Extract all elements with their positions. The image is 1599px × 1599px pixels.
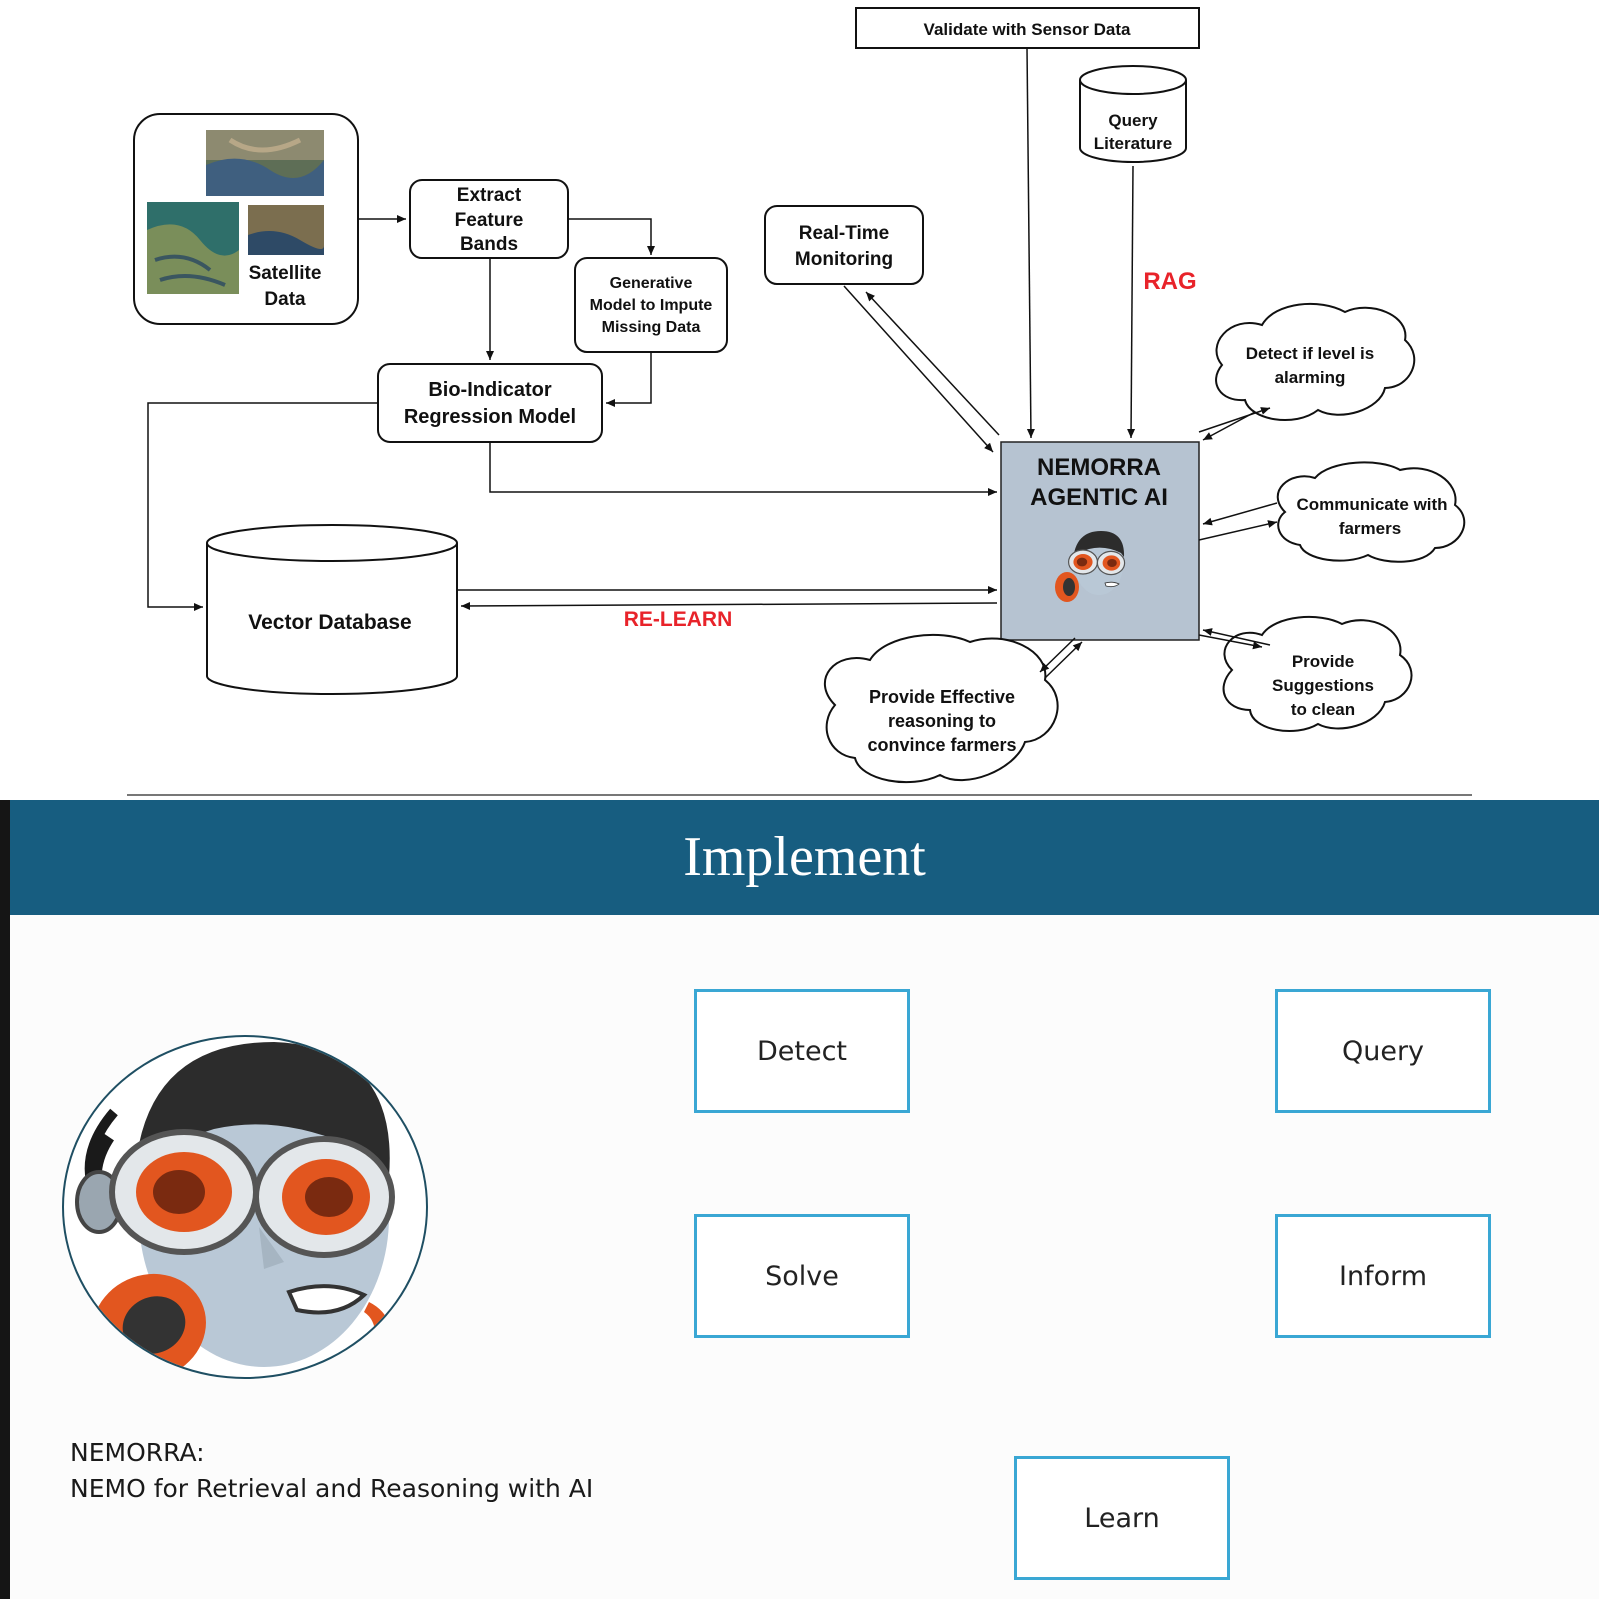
suggestions-cloud: Provide Suggestions to clean <box>1222 615 1413 732</box>
slide-title: Implement <box>683 826 926 888</box>
svg-text:Provide: Provide <box>1292 652 1354 671</box>
nemo-mascot-small-icon <box>1055 531 1126 602</box>
svg-text:Feature: Feature <box>455 210 524 231</box>
svg-text:Real-Time: Real-Time <box>799 223 889 244</box>
satellite-image-1 <box>206 130 324 196</box>
satellite-image-2 <box>147 202 239 294</box>
nemo-mascot-icon <box>75 1042 395 1377</box>
bio-indicator-node: Bio-Indicator Regression Model <box>377 363 603 443</box>
realtime-monitoring-node: Real-Time Monitoring <box>764 205 924 285</box>
rag-label: RAG <box>1143 268 1196 295</box>
detect-button[interactable]: Detect <box>694 989 910 1113</box>
svg-text:Data: Data <box>264 289 306 310</box>
solve-label: Solve <box>765 1260 839 1292</box>
svg-text:Extract: Extract <box>457 185 522 206</box>
query-literature-db: Query Literature <box>1079 65 1187 163</box>
implement-slide: Implement Detect Que <box>0 800 1599 1599</box>
vector-database-node: Vector Database <box>206 524 458 695</box>
diagram-connectors <box>147 47 1278 679</box>
solve-button[interactable]: Solve <box>694 1214 910 1338</box>
communicate-farmers-cloud: Communicate with farmers <box>1276 461 1466 563</box>
detect-label: Detect <box>756 1035 848 1067</box>
diagram-canvas: Validate with Sensor Data Query Literatu… <box>127 7 1472 796</box>
inform-label: Inform <box>1338 1260 1428 1292</box>
query-label: Query <box>1341 1035 1425 1067</box>
satellite-data-node: Satellite Data <box>133 113 359 325</box>
svg-text:Suggestions: Suggestions <box>1272 676 1374 695</box>
svg-text:Bands: Bands <box>460 234 518 255</box>
svg-text:to clean: to clean <box>1291 700 1355 719</box>
validate-sensor-node: Validate with Sensor Data <box>855 7 1200 49</box>
query-button[interactable]: Query <box>1275 989 1491 1113</box>
svg-text:Provide Effective: Provide Effective <box>869 687 1015 707</box>
svg-text:Missing Data: Missing Data <box>602 319 701 336</box>
svg-text:Bio-Indicator: Bio-Indicator <box>428 379 552 401</box>
caption-line-2: NEMO for Retrieval and Reasoning with AI <box>70 1474 594 1503</box>
svg-text:Generative: Generative <box>610 275 693 292</box>
svg-text:farmers: farmers <box>1339 519 1401 538</box>
reasoning-cloud: Provide Effective reasoning to convince … <box>823 633 1059 784</box>
svg-text:Monitoring: Monitoring <box>795 249 893 270</box>
caption-line-1: NEMORRA: <box>70 1438 205 1467</box>
svg-text:convince farmers: convince farmers <box>867 735 1016 755</box>
svg-text:Literature: Literature <box>1094 134 1172 153</box>
svg-text:Detect if level is: Detect if level is <box>1246 344 1375 363</box>
svg-text:alarming: alarming <box>1275 368 1346 387</box>
slide-edge <box>0 800 10 1599</box>
relearn-label: RE-LEARN <box>624 608 733 631</box>
svg-text:Validate with Sensor Data: Validate with Sensor Data <box>924 20 1131 39</box>
nemorra-agent-node: NEMORRA AGENTIC AI <box>1000 441 1200 641</box>
learn-label: Learn <box>1084 1502 1160 1534</box>
svg-text:Satellite: Satellite <box>249 263 322 284</box>
detect-alarming-cloud: Detect if level is alarming <box>1215 302 1416 422</box>
svg-text:Vector Database: Vector Database <box>248 611 411 634</box>
svg-text:Regression Model: Regression Model <box>404 406 576 428</box>
svg-text:NEMORRA: NEMORRA <box>1037 454 1161 481</box>
extract-feature-node: Extract Feature Bands <box>409 179 569 259</box>
svg-text:Model to Impute: Model to Impute <box>590 297 713 314</box>
generative-model-node: Generative Model to Impute Missing Data <box>574 257 728 353</box>
satellite-image-3 <box>248 205 325 255</box>
svg-text:Query: Query <box>1108 111 1158 130</box>
svg-text:Communicate with: Communicate with <box>1296 495 1447 514</box>
inform-button[interactable]: Inform <box>1275 1214 1491 1338</box>
learn-button[interactable]: Learn <box>1014 1456 1230 1580</box>
architecture-diagram: Validate with Sensor Data Query Literatu… <box>127 7 1472 796</box>
svg-text:reasoning to: reasoning to <box>888 711 996 731</box>
svg-text:AGENTIC AI: AGENTIC AI <box>1030 484 1168 511</box>
nemorra-caption: NEMORRA: NEMO for Retrieval and Reasonin… <box>70 1435 593 1507</box>
nemorra-avatar <box>62 1035 428 1379</box>
title-banner <box>10 800 1599 915</box>
